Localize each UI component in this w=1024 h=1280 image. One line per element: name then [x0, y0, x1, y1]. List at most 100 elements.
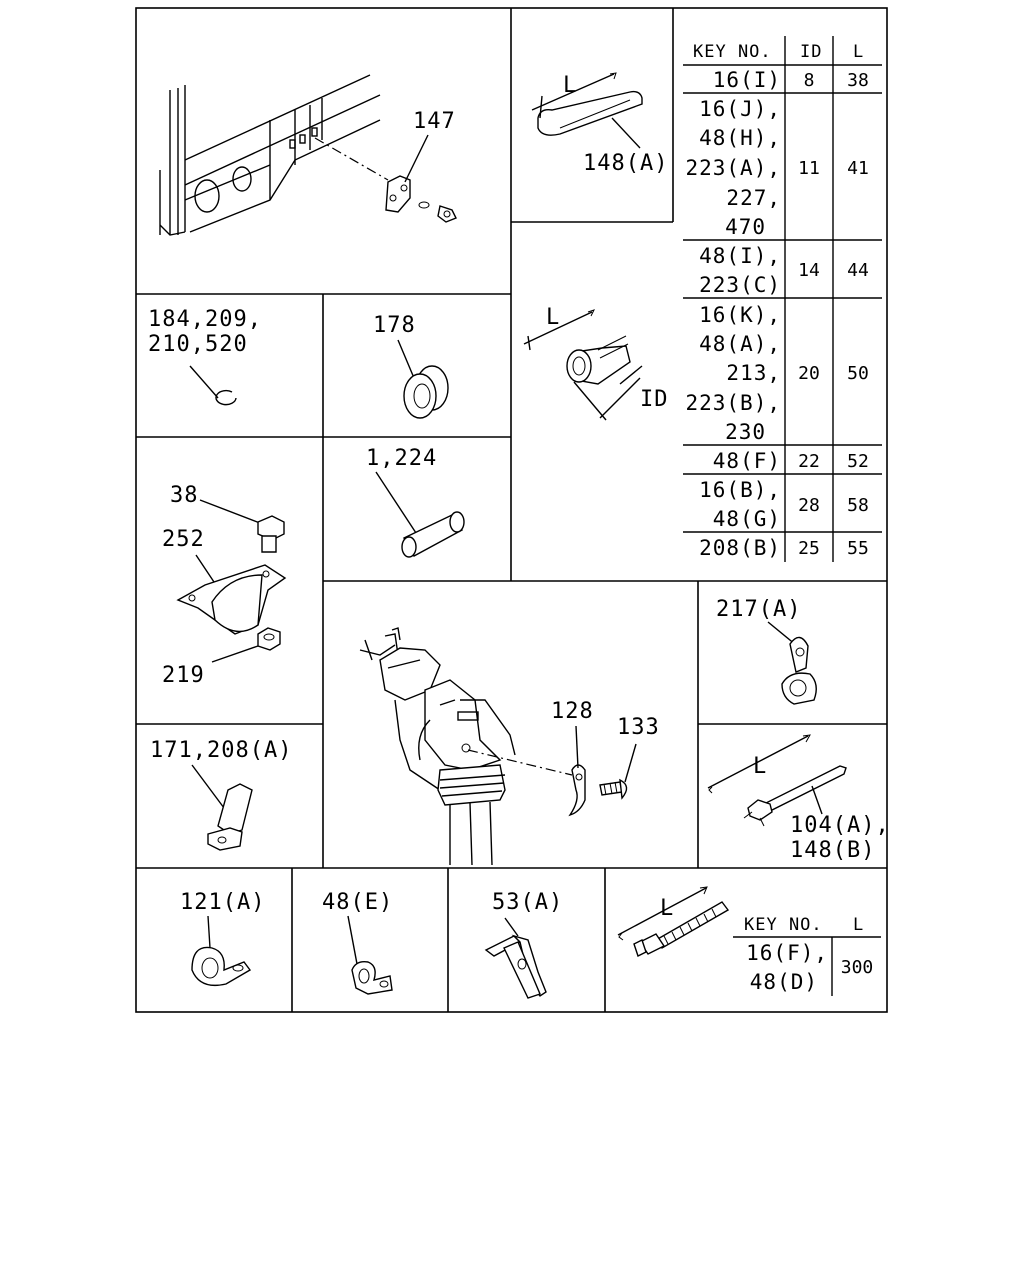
- clamp-252-part: [176, 564, 287, 635]
- nut-219-part: [257, 627, 281, 651]
- frame-rail-drawing: [159, 74, 381, 236]
- callout-121: 121(A): [180, 890, 265, 915]
- table-row-5-id: 28: [798, 495, 820, 516]
- table-row-1-key-0: 16(J),: [699, 97, 781, 121]
- table-row-3-l: 50: [847, 363, 869, 384]
- callout-148b: 148(B): [790, 838, 875, 863]
- clip-121-part: [191, 946, 252, 987]
- table-row-4-id: 22: [798, 451, 820, 472]
- tie-table: KEY NO. L 16(F), 48(D) 300: [733, 915, 881, 996]
- table-row-2-key-1: 223(C): [699, 273, 781, 297]
- dim-ID: ID: [640, 387, 669, 412]
- table-row-5-key-0: 16(B),: [699, 478, 781, 502]
- bracket-53-part: [484, 934, 547, 999]
- table-row-1-l: 41: [847, 158, 869, 179]
- table-row-1-key-2: 223(A),: [685, 156, 781, 180]
- panel-cable-tie: L KEY NO. L 16(F), 48(D) 300: [617, 886, 881, 996]
- tie-table-header-key: KEY NO.: [744, 915, 823, 935]
- table-row-2-l: 44: [847, 260, 869, 281]
- panel-bracket-171: 171,208(A): [150, 738, 292, 851]
- callout-104: 104(A),: [790, 813, 890, 838]
- callout-219: 219: [162, 663, 205, 688]
- table-row-3-id: 20: [798, 363, 820, 384]
- dim-L-104a: L: [753, 754, 767, 779]
- clip-217-part: [781, 636, 817, 705]
- callout-171: 171,208(A): [150, 738, 292, 763]
- table-row-1-key-1: 48(H),: [699, 126, 781, 150]
- table-row-3-key-3: 223(B),: [685, 391, 781, 415]
- spec-table: KEY NO. ID L 16(I) 8 38 16(J), 48(H), 22…: [683, 36, 882, 562]
- table-row-3-key-4: 230: [725, 420, 766, 444]
- tie-table-key-0: 16(F),: [746, 941, 828, 965]
- panel-tie-148a: L 148(A): [531, 72, 668, 176]
- table-row-6-l: 55: [847, 538, 869, 559]
- table-row-1-id: 11: [798, 158, 820, 179]
- callout-1-224: 1,224: [366, 446, 437, 471]
- table-header-id: ID: [800, 42, 822, 62]
- e-ring-part: [215, 389, 237, 406]
- panel-clip-id: L ID: [523, 305, 669, 421]
- tie-table-header-l: L: [853, 915, 864, 935]
- clip-128-part: [568, 764, 586, 817]
- callout-147: 147: [413, 109, 456, 134]
- callout-128: 128: [551, 699, 594, 724]
- table-row-6-id: 25: [798, 538, 820, 559]
- table-row-0-id: 8: [804, 70, 815, 91]
- callout-178: 178: [373, 313, 416, 338]
- table-row-0-key-0: 16(I): [713, 68, 781, 92]
- tie-table-key-1: 48(D): [750, 970, 818, 994]
- panel-clip-121: 121(A): [180, 890, 265, 987]
- table-row-0-l: 38: [847, 70, 869, 91]
- bolt-38-part: [257, 515, 285, 553]
- dim-L-148a: L: [563, 73, 577, 98]
- callout-53: 53(A): [492, 890, 563, 915]
- panel-tie-104a: L 104(A), 148(B): [707, 734, 890, 863]
- table-row-5-key-1: 48(G): [713, 507, 781, 531]
- tie-table-l: 300: [841, 957, 874, 978]
- panel-collar: 1,224: [366, 446, 465, 558]
- table-header-l: L: [853, 42, 864, 62]
- panel-e-ring: 184,209, 210,520: [148, 307, 262, 406]
- table-row-1-key-4: 470: [725, 215, 766, 239]
- screw-133-part: [599, 778, 628, 800]
- panel-grommet: 178: [373, 313, 449, 419]
- panel-grid: [135, 7, 888, 1013]
- bracket-147-part: [385, 175, 457, 223]
- callout-217: 217(A): [716, 597, 801, 622]
- table-row-4-l: 52: [847, 451, 869, 472]
- table-row-3-key-1: 48(A),: [699, 332, 781, 356]
- table-row-5-l: 58: [847, 495, 869, 516]
- table-row-2-id: 14: [798, 260, 820, 281]
- clip-48e-part: [351, 960, 393, 995]
- grommet-part: [403, 365, 449, 419]
- callout-148a: 148(A): [583, 151, 668, 176]
- table-row-3-key-2: 213,: [726, 361, 781, 385]
- cable-tie-part: [633, 901, 730, 957]
- tie-104a-part: [743, 765, 847, 827]
- callout-252: 252: [162, 527, 205, 552]
- dim-L-cable-tie: L: [660, 896, 674, 921]
- callout-48e: 48(E): [322, 890, 393, 915]
- steering-column-drawing: [359, 627, 516, 866]
- table-row-4-key-0: 48(F): [713, 449, 781, 473]
- callout-133: 133: [617, 715, 660, 740]
- callout-184: 184,209,: [148, 307, 262, 332]
- table-row-3-key-0: 16(K),: [699, 303, 781, 327]
- table-row-2-key-0: 48(I),: [699, 244, 781, 268]
- panel-clamp-252: 38 252 219: [162, 483, 287, 688]
- panel-clip-48e: 48(E): [322, 890, 393, 995]
- collar-part: [401, 511, 465, 558]
- panel-bracket-147: 147: [159, 74, 457, 236]
- table-row-1-key-3: 227,: [726, 186, 781, 210]
- table-header-key: KEY NO.: [693, 42, 772, 62]
- bracket-171-part: [207, 783, 253, 851]
- dim-L-clip: L: [546, 305, 560, 330]
- panel-clip-217: 217(A): [716, 597, 817, 705]
- clip-id-part: [566, 335, 631, 385]
- callout-210: 210,520: [148, 332, 248, 357]
- callout-38: 38: [170, 483, 199, 508]
- table-row-6-key-0: 208(B): [699, 536, 781, 560]
- panel-steering-column: 128 133: [359, 627, 660, 866]
- panel-bracket-53: 53(A): [484, 890, 563, 999]
